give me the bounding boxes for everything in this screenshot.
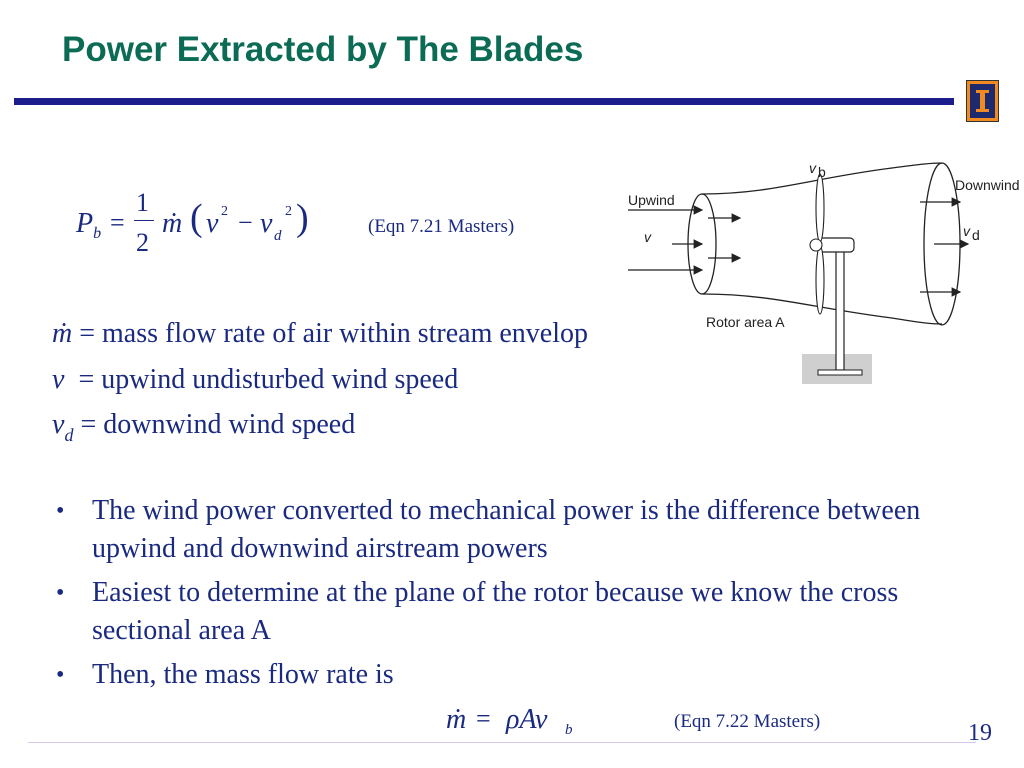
nacelle (817, 237, 855, 253)
downwind-label: Downwind (955, 177, 1020, 193)
bullet-list: • The wind power converted to mechanical… (50, 492, 950, 700)
list-item: • Then, the mass flow rate is (50, 656, 950, 694)
eq1-lhs: P (76, 208, 94, 239)
eq2-mdot: ṁ (446, 704, 467, 735)
tube-bottom-edge (701, 293, 943, 325)
page-number: 19 (968, 720, 992, 746)
def-text: upwind undisturbed wind speed (101, 364, 459, 395)
def-equals: = (79, 318, 96, 349)
def-symbol: v (52, 409, 65, 440)
eq1-vd-sub: d (274, 228, 282, 244)
logo-i-glyph (976, 90, 989, 112)
blade-top (815, 173, 825, 243)
tower-foot (817, 369, 863, 376)
equation-7-21: Pb (76, 208, 101, 243)
eq1-frac-den: 2 (136, 228, 149, 257)
def-symbol: ṁ (52, 318, 73, 349)
blade-bottom (815, 245, 825, 315)
rotor-area-label: Rotor area A (706, 314, 785, 330)
bullet-icon: • (56, 498, 65, 524)
definition-vd: vd = downwind wind speed (52, 409, 355, 446)
eq1-frac-bar (134, 220, 154, 221)
eq1-v: v (206, 208, 219, 239)
eq1-equals: = (110, 208, 125, 237)
v-label: v (644, 229, 652, 245)
def-text: downwind wind speed (103, 409, 356, 440)
bullet-icon: • (56, 662, 65, 688)
def-equals: = (78, 364, 95, 395)
def-text: mass flow rate of air within stream enve… (102, 318, 588, 349)
eq1-lhs-sub: b (93, 225, 102, 242)
bullet-text: Easiest to determine at the plane of the… (92, 577, 899, 646)
eq2-rhs: ρAv (506, 704, 548, 735)
eq1-close-paren: ) (296, 197, 309, 239)
bullet-text: The wind power converted to mechanical p… (92, 495, 921, 564)
eq1-exp-a: 2 (221, 204, 228, 219)
eq1-frac-num: 1 (136, 188, 149, 217)
title-rule (14, 98, 954, 105)
eq1-open-paren: ( (190, 197, 203, 239)
list-item: • Easiest to determine at the plane of t… (50, 574, 950, 650)
hub (809, 238, 823, 252)
eq2-rhs-sub: b (565, 722, 573, 738)
def-symbol: v (52, 364, 65, 395)
tube-top-edge (701, 162, 943, 195)
eq1-exp-b: 2 (285, 204, 292, 219)
eq1-mdot: ṁ (162, 208, 183, 239)
eq2-equals: = (476, 704, 491, 733)
upwind-label: Upwind (628, 192, 675, 208)
bullet-icon: • (56, 580, 65, 606)
eq1-caption: (Eqn 7.21 Masters) (368, 216, 515, 237)
university-logo (966, 80, 999, 122)
vb-label: v (809, 160, 817, 176)
def-equals: = (80, 409, 97, 440)
tower (835, 249, 845, 371)
vd-sub-label: d (972, 227, 980, 243)
stream-tube-diagram: Upwind v Downwind v b v d Rotor area A (628, 160, 1020, 384)
bullet-text: Then, the mass flow rate is (92, 659, 394, 690)
eq1-vd: v (260, 208, 273, 239)
vd-label: v (963, 223, 971, 239)
slide-title: Power Extracted by The Blades (62, 30, 584, 69)
vb-sub-label: b (818, 164, 826, 180)
list-item: • The wind power converted to mechanical… (50, 492, 950, 568)
definition-v: v = upwind undisturbed wind speed (52, 364, 458, 396)
footer-rule (28, 742, 976, 743)
eq1-minus: − (238, 208, 253, 237)
eq2-caption: (Eqn 7.22 Masters) (674, 711, 821, 732)
definition-mdot: ṁ = mass flow rate of air within stream … (52, 318, 588, 350)
def-sub: d (64, 425, 74, 445)
